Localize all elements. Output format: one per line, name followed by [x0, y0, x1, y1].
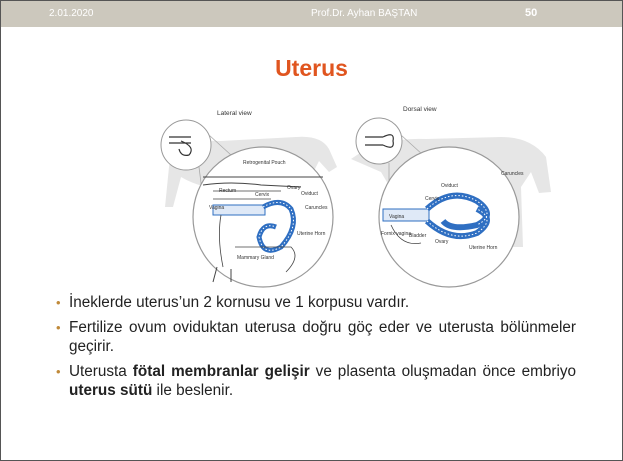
bullet-item: • İneklerde uterus’un 2 kornusu ve 1 kor…: [56, 293, 576, 312]
bullet-bold-uterine-milk: uterus sütü: [69, 382, 153, 399]
slide-date: 2.01.2020: [49, 8, 94, 19]
lbl-uterine-horn-lateral: Uterine Horn: [297, 231, 326, 237]
lbl-vagina-dorsal: Vagina: [389, 214, 404, 220]
lbl-oviduct-dorsal: Oviduct: [441, 183, 459, 189]
bullet-list: • İneklerde uterus’un 2 kornusu ve 1 kor…: [56, 293, 576, 406]
bullet-item: • Fertilize ovum oviduktan uterusa doğru…: [56, 318, 576, 356]
lbl-ovary-lateral: Ovary: [287, 185, 301, 191]
lbl-caruncles-dorsal: Caruncles: [501, 171, 524, 177]
lbl-bladder: Bladder: [409, 233, 427, 239]
dorsal-inset-circle: [355, 117, 424, 247]
bullet-text: İneklerde uterus’un 2 kornusu ve 1 korpu…: [69, 294, 410, 311]
uterus-illustration: Lateral view Dorsal view Retrogenital Po…: [160, 106, 551, 288]
bullet-marker: •: [56, 320, 61, 335]
bullet-text-mid: ve plasenta oluşmadan önce embriyo: [309, 363, 576, 380]
header-bar: 2.01.2020 Prof.Dr. Ayhan BAŞTAN 50: [1, 1, 622, 27]
bullet-item: • Uterusta fötal membranlar gelişir ve p…: [56, 362, 576, 400]
dorsal-view-label: Dorsal view: [403, 106, 437, 113]
lateral-detail-circle: [192, 146, 334, 288]
lbl-fornix-vagina: Fornix vagina: [381, 231, 411, 237]
bullet-text-pre: Uterusta: [69, 363, 133, 380]
slide-author: Prof.Dr. Ayhan BAŞTAN: [311, 8, 418, 19]
lateral-view-label: Lateral view: [217, 110, 252, 117]
lbl-uterine-horn-dorsal: Uterine Horn: [469, 245, 498, 251]
lbl-ovary-dorsal: Ovary: [435, 239, 449, 245]
lbl-cervix-dorsal: Cervix: [425, 196, 440, 202]
bullet-bold-fetal-membranes: fötal membranlar gelişir: [132, 363, 310, 380]
bullet-text: Fertilize ovum oviduktan uterusa doğru g…: [69, 319, 576, 355]
bullet-text-post: ile beslenir.: [152, 382, 234, 399]
lbl-vagina-lateral: Vagina: [209, 205, 224, 211]
bullet-marker: •: [56, 364, 61, 379]
lbl-mammary-gland: Mammary Gland: [237, 255, 274, 261]
lbl-rectum: Rectum: [219, 188, 236, 194]
lbl-caruncles-lateral: Caruncles: [305, 205, 328, 211]
bullet-marker: •: [56, 295, 61, 310]
dorsal-detail-circle: [378, 146, 520, 288]
slide-title: Uterus: [275, 55, 348, 81]
lbl-cervix-lateral: Cervix: [255, 192, 270, 198]
lbl-oviduct-lateral: Oviduct: [301, 191, 319, 197]
page-number: 50: [525, 7, 538, 19]
lbl-retrogenital-pouch: Retrogenital Pouch: [243, 160, 286, 166]
